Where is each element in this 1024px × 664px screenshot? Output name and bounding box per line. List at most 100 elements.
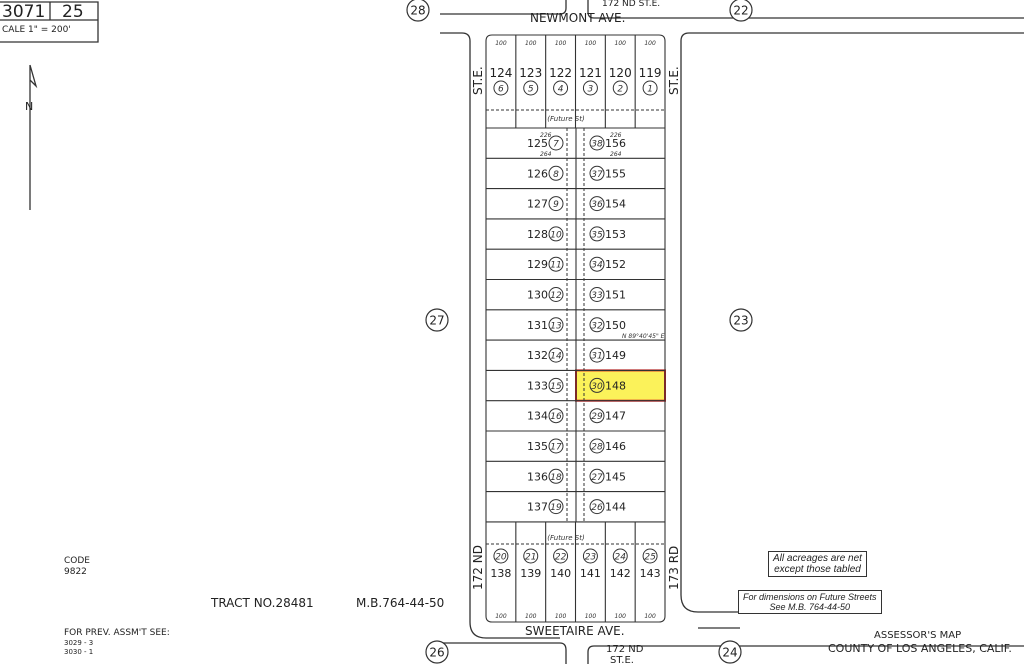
footer-title: ASSESSOR'S MAP <box>874 630 962 641</box>
dimension-label: 264 <box>610 151 622 158</box>
future-streets-note-line: For dimensions on Future Streets <box>743 592 877 602</box>
map-book-reference: M.B.764-44-50 <box>356 596 445 610</box>
north-arrow-label: N <box>25 100 34 113</box>
lot-number-circle <box>582 80 598 96</box>
parcel-number: 150 <box>605 319 626 332</box>
street-name-172nd: 172 ND <box>471 545 485 590</box>
adjoining-page-number: 26 <box>429 646 444 660</box>
street-name-newmont: NEWMONT AVE. <box>530 11 625 25</box>
parcel-number: 129 <box>527 258 548 271</box>
lot-number: 29 <box>591 412 603 422</box>
lot-number: 16 <box>550 412 562 422</box>
parcel-number: 149 <box>605 349 626 362</box>
lot-number-circle <box>589 196 605 212</box>
parcel-number: 154 <box>605 198 626 211</box>
street-name-173rd: 173 RD <box>667 546 681 590</box>
lot-number: 23 <box>585 553 597 563</box>
lot-number-circle <box>548 408 564 424</box>
acreage-note-line: All acreages are net <box>773 553 862 564</box>
map-labels: 1246100123510012241001213100120210011911… <box>406 0 753 664</box>
tract-number: TRACT NO.28481 <box>211 596 314 610</box>
lot-number: 19 <box>550 503 562 513</box>
parcel-number: 137 <box>527 501 548 514</box>
parcel-number: 156 <box>605 137 626 150</box>
lot-number-circle <box>548 377 564 393</box>
lot-number-circle <box>589 317 605 333</box>
prev-assessment-ref: 3029 - 3 <box>64 639 94 647</box>
header-scale: CALE 1" = 200' <box>2 25 71 35</box>
lot-number: 21 <box>525 553 536 563</box>
lot-number-circle <box>548 135 564 151</box>
street-stub-top: 172 ND ST.E. <box>602 0 660 9</box>
lot-number: 9 <box>553 200 559 210</box>
lot-number: 13 <box>550 321 562 331</box>
acreage-note-line: except those tabled <box>774 564 861 575</box>
dimension-label: 100 <box>555 613 567 620</box>
adjoining-page-circle <box>718 640 742 664</box>
lot-number-circle <box>589 165 605 181</box>
lot-number: 8 <box>553 170 559 180</box>
lot-number-circle <box>589 468 605 484</box>
lot-number: 4 <box>558 85 564 95</box>
lot-number: 20 <box>495 553 507 563</box>
parcel-number: 121 <box>579 66 602 80</box>
dimension-label: 100 <box>525 40 537 47</box>
lot-number: 2 <box>617 85 623 95</box>
parcel-number: 126 <box>527 167 548 180</box>
dimension-label: 100 <box>615 40 627 47</box>
adjoining-page-number: 28 <box>410 4 425 18</box>
street-stub-bottom: ST.E. <box>610 655 634 664</box>
parcel-number: 145 <box>605 470 626 483</box>
lot-number: 34 <box>591 261 603 271</box>
lot-number-circle <box>548 226 564 242</box>
code-value: 9822 <box>64 567 87 577</box>
dimension-label: 226 <box>610 132 622 139</box>
lot-number: 36 <box>591 200 603 210</box>
prev-assessment-ref: 3030 - 1 <box>64 648 94 656</box>
lot-number: 18 <box>550 473 562 483</box>
lot-number-circle <box>548 287 564 302</box>
lot-number: 28 <box>591 443 603 453</box>
lot-number: 12 <box>550 291 562 301</box>
adjoining-page-circle <box>729 0 753 22</box>
lot-number-circle <box>582 548 598 564</box>
header-mapbook: 3071 <box>2 2 46 22</box>
adjoining-page-circle <box>425 640 449 664</box>
lot-number: 10 <box>550 230 562 240</box>
parcel-number: 144 <box>605 501 626 514</box>
parcel-number: 146 <box>605 440 626 453</box>
lot-number-circle <box>589 499 605 515</box>
lot-number: 27 <box>591 473 603 483</box>
parcel-number: 140 <box>550 567 571 580</box>
parcel-number: 139 <box>520 567 541 580</box>
parcel-number: 138 <box>490 567 511 580</box>
lot-number-circle <box>548 317 564 333</box>
block-outline <box>485 34 666 623</box>
bearing-label: N 89°40'45" E <box>622 333 665 340</box>
lot-number-circle <box>642 548 658 564</box>
parcel-number: 123 <box>519 66 542 80</box>
code-label: CODE <box>64 556 90 566</box>
header-page: 25 <box>62 2 84 22</box>
parcel-number: 133 <box>527 379 548 392</box>
adjoining-page-number: 23 <box>733 314 748 328</box>
parcel-number: 141 <box>580 567 601 580</box>
lot-number-circle <box>589 408 605 424</box>
lot-number: 17 <box>550 443 562 453</box>
parcel-number: 132 <box>527 349 548 362</box>
adjoining-page-number: 27 <box>429 314 444 328</box>
lot-number: 33 <box>591 291 603 301</box>
adjoining-page-circle <box>406 0 430 22</box>
parcel-number: 135 <box>527 440 548 453</box>
future-street-label: (Future St) <box>547 534 585 542</box>
adjoining-page-circle <box>425 308 449 332</box>
parcel-number: 147 <box>605 410 626 423</box>
lot-number-circle <box>548 347 564 363</box>
lot-number: 32 <box>591 321 603 331</box>
lot-number-circle <box>589 256 605 272</box>
dimension-label: 100 <box>495 613 507 620</box>
street-stub-bottom: 172 ND <box>606 644 644 655</box>
lot-number-circle <box>589 287 605 302</box>
